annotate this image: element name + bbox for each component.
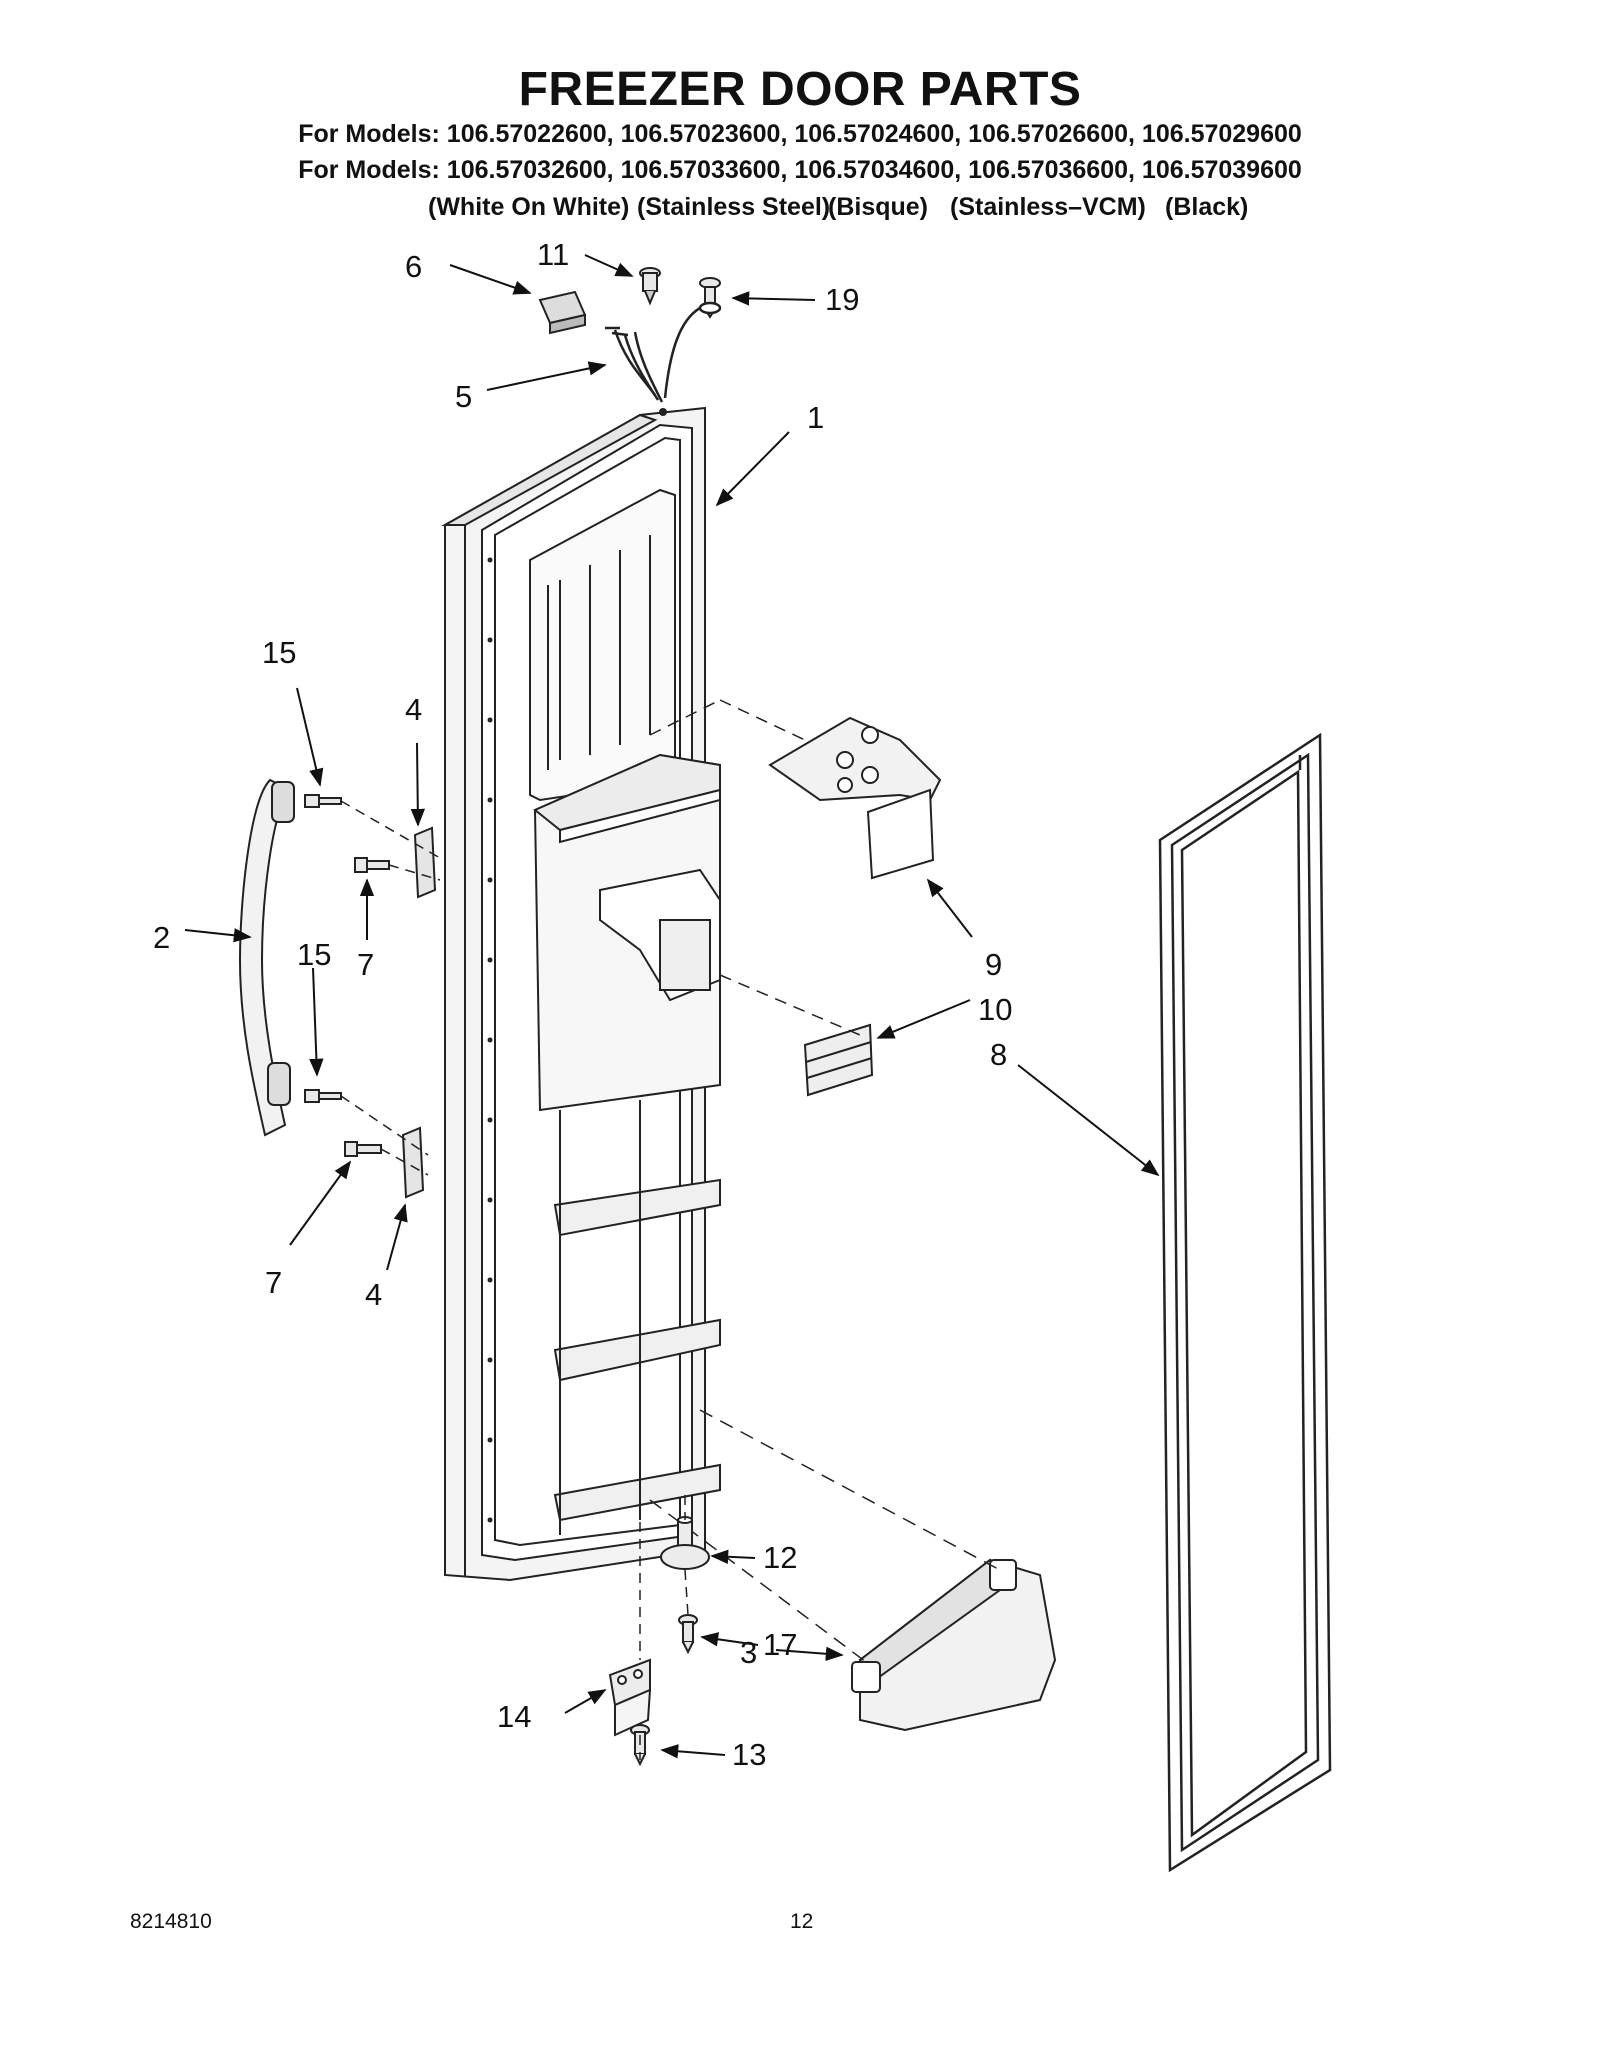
door-gasket-part [1158, 732, 1332, 1873]
hinge-pin-part [660, 1516, 710, 1570]
callout-9: 9 [985, 947, 1002, 982]
connector-part [538, 290, 587, 335]
callout-4-lower: 4 [365, 1277, 382, 1312]
dispenser-assembly-lines [649, 699, 861, 1036]
callout-3: 3 [740, 1635, 757, 1670]
color-stainless-vcm: (Stainless–VCM) [950, 193, 1146, 221]
callout-10: 10 [978, 992, 1012, 1027]
callout-13: 13 [732, 1737, 766, 1772]
callout-7-lower: 7 [265, 1265, 282, 1300]
lever-pad-part [803, 1023, 874, 1097]
plug-part [639, 267, 661, 306]
door-bin-assembly-lines [649, 1409, 1001, 1666]
handle-part [238, 778, 295, 1137]
page-title: FREEZER DOOR PARTS [518, 63, 1082, 116]
callout-15-upper: 15 [262, 635, 296, 670]
callout-12: 12 [763, 1540, 797, 1575]
callout-2: 2 [153, 920, 170, 955]
callout-8: 8 [990, 1037, 1007, 1072]
callout-14: 14 [497, 1699, 531, 1734]
models-line-1: For Models: 106.57022600, 106.57023600, … [298, 120, 1302, 148]
callout-5: 5 [455, 379, 472, 414]
handle-stud-lower-part [304, 1089, 342, 1103]
color-white-on-white: (White On White) [428, 193, 630, 221]
callout-7-upper: 7 [357, 947, 374, 982]
hinge-pin-screw-part [678, 1614, 698, 1655]
callout-15-lower: 15 [297, 937, 331, 972]
handle-assembly-lines [340, 800, 441, 1176]
callout-6: 6 [405, 249, 422, 284]
color-bisque: (Bisque) [828, 193, 928, 221]
callout-4-upper: 4 [405, 692, 422, 727]
door-bin-part [851, 1558, 1057, 1732]
document-number: 8214810 [130, 1910, 212, 1933]
handle-stud-upper-part [304, 794, 342, 808]
callout-19: 19 [825, 282, 859, 317]
color-black: (Black) [1165, 193, 1249, 221]
callout-1: 1 [807, 400, 824, 435]
models-line-2: For Models: 106.57032600, 106.57033600, … [298, 156, 1302, 184]
wire-harness-part [605, 301, 722, 403]
callout-labels: 1 2 3 4 4 5 6 7 7 8 9 10 11 12 13 14 15 … [153, 237, 1012, 1772]
callout-leaders [184, 254, 1160, 1759]
hinge-assembly-lines [639, 1495, 689, 1760]
freezer-door-assembly [441, 406, 721, 1582]
handle-bracket-upper-part [413, 826, 437, 899]
dispenser-cover-part [768, 716, 942, 880]
screw-lower-part [344, 1141, 382, 1157]
handle-bracket-lower-part [401, 1126, 425, 1199]
screw-upper-part [354, 857, 390, 873]
callout-11: 11 [537, 237, 569, 272]
bottom-hinge-part [608, 1658, 652, 1737]
color-variants: (White On White) (Stainless Steel) (Bisq… [0, 193, 1600, 223]
page-number: 12 [790, 1910, 814, 1933]
color-stainless-steel: (Stainless Steel) [637, 193, 831, 221]
callout-17: 17 [763, 1627, 797, 1662]
